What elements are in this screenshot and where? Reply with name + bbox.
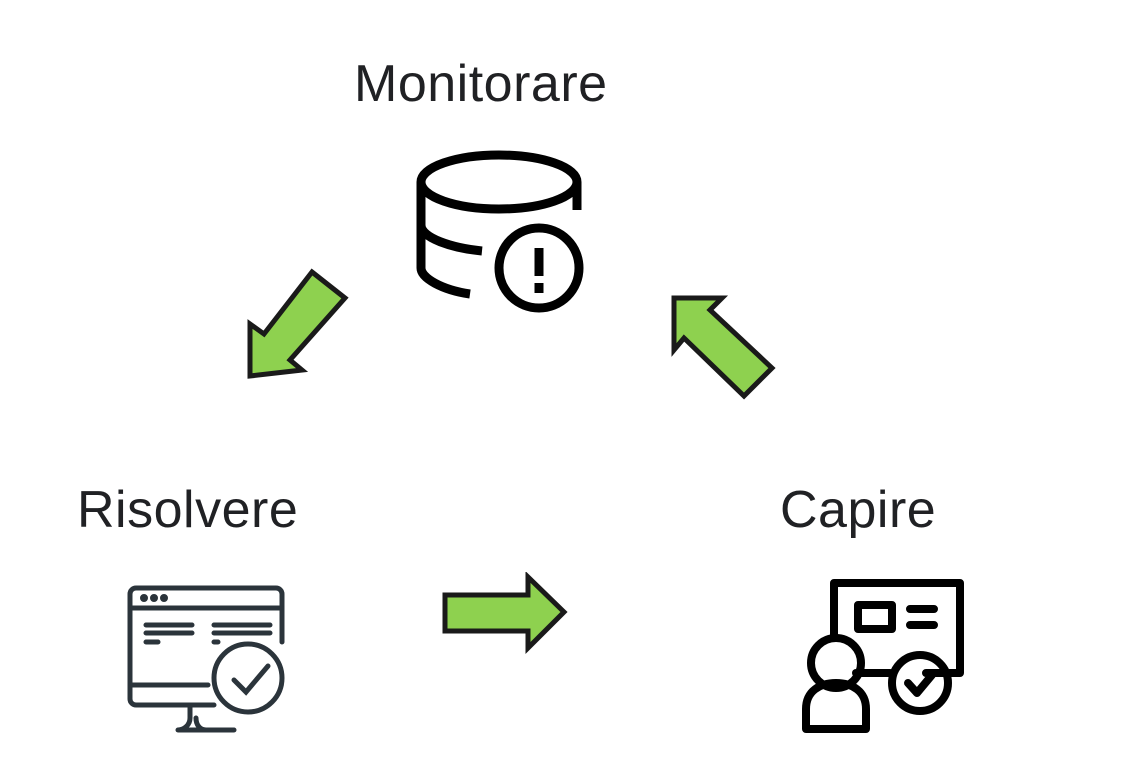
step-label-capire: Capire (780, 481, 937, 539)
presenter-check-icon (798, 577, 970, 737)
arrow-shape (442, 572, 568, 655)
arrow-shape (671, 295, 776, 400)
arrow-risolvere-to-capire (440, 572, 572, 657)
database-alert-icon (412, 140, 597, 325)
arrow-shape (247, 268, 349, 379)
arrow-capire-to-monitorare (664, 288, 782, 403)
step-label-risolvere: Risolvere (77, 481, 299, 539)
step-label-monitorare: Monitorare (354, 55, 608, 113)
arrow-monitorare-to-risolvere (240, 262, 355, 387)
monitor-check-icon (122, 580, 294, 742)
